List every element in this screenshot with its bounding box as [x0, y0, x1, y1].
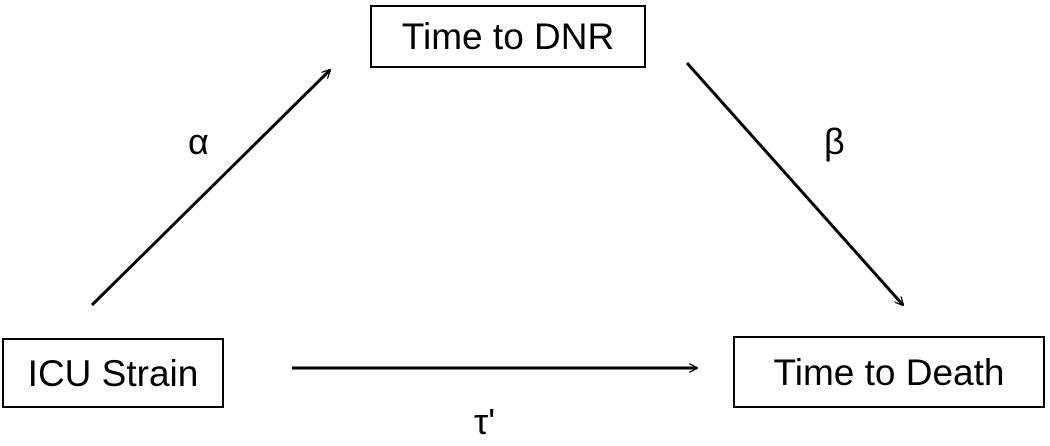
path-label-tau-prime: τ': [474, 401, 496, 442]
arrow-strain-to-dnr: [90, 70, 330, 307]
node-icu-strain: ICU Strain: [2, 338, 224, 408]
arrow-dnr-to-death: [685, 62, 903, 305]
path-label-alpha: α: [188, 121, 209, 162]
node-time-to-dnr: Time to DNR: [370, 5, 646, 68]
node-time-to-death: Time to Death: [733, 336, 1045, 408]
path-label-beta: β: [824, 121, 845, 162]
